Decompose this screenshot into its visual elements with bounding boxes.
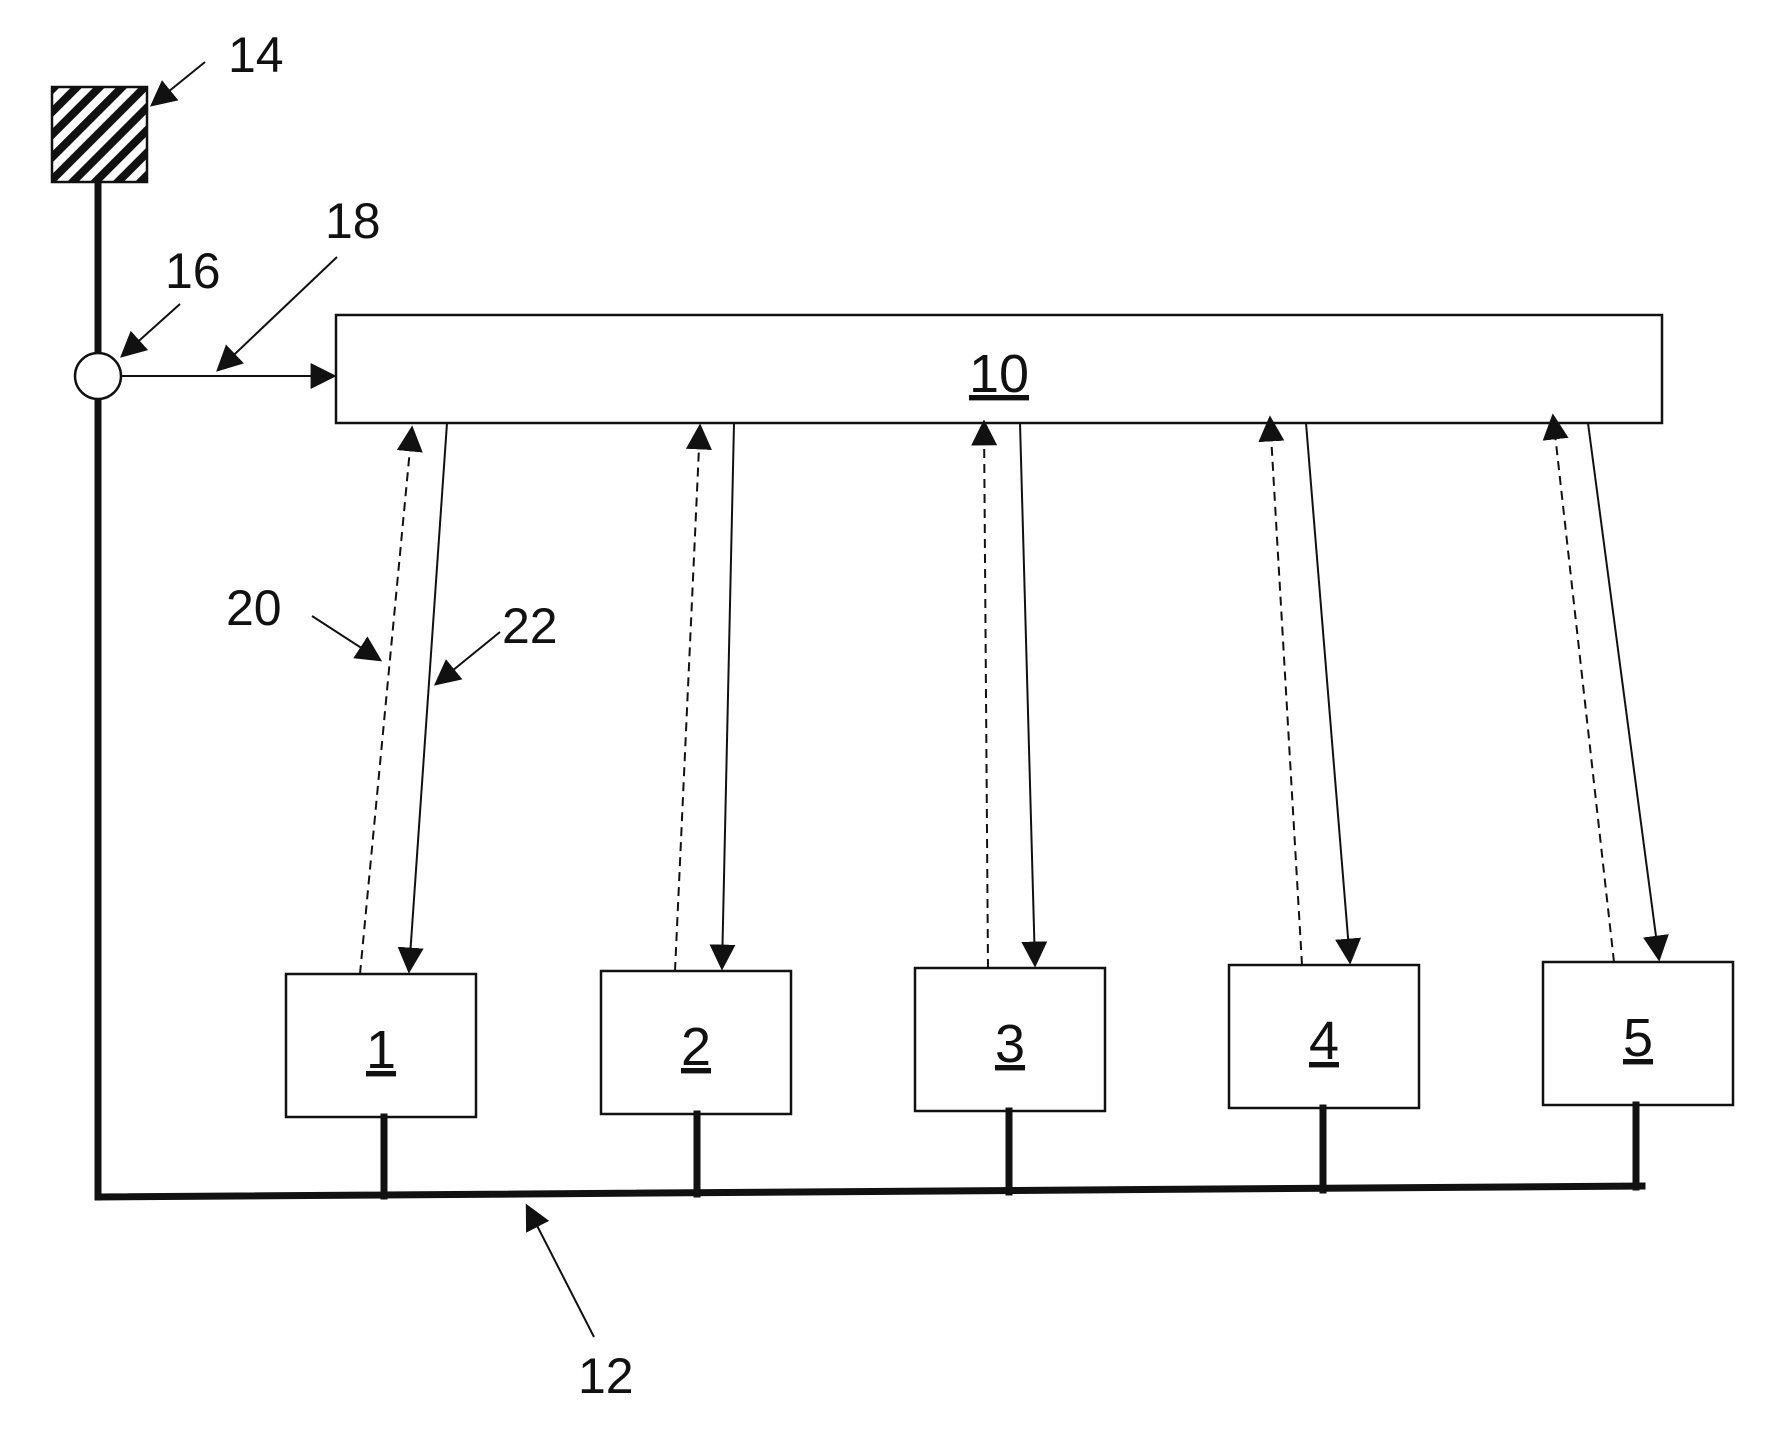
bus-line — [98, 1186, 1642, 1197]
junction-ref-label: 16 — [165, 243, 221, 299]
request-links-ref-label: 20 — [226, 580, 282, 636]
response-link-2 — [722, 423, 734, 968]
request-link-4 — [1270, 418, 1302, 965]
module-label-2: 2 — [681, 1017, 711, 1077]
junction-node — [75, 353, 121, 399]
request-link-2 — [675, 426, 700, 971]
input-link-ref-label: 18 — [325, 193, 381, 249]
module-label-3: 3 — [995, 1014, 1025, 1074]
response-links-leader-arrow — [436, 632, 500, 684]
bus-ref-label: 12 — [578, 1348, 634, 1404]
module-label-1: 1 — [366, 1020, 396, 1080]
bus-leader-arrow — [527, 1206, 594, 1337]
request-link-3 — [984, 422, 988, 968]
source-ref-label: 14 — [228, 27, 284, 83]
request-links-leader-arrow — [312, 616, 380, 660]
junction-leader-arrow — [122, 304, 180, 356]
input-link-leader — [218, 257, 337, 370]
central-unit-label: 10 — [969, 344, 1029, 404]
module-label-4: 4 — [1309, 1011, 1339, 1071]
response-link-3 — [1020, 423, 1035, 965]
response-links-ref-label: 22 — [502, 598, 558, 654]
request-link-1 — [360, 428, 412, 974]
response-link-4 — [1306, 423, 1350, 962]
source-leader-arrow — [152, 62, 205, 105]
request-link-5 — [1553, 416, 1614, 962]
response-link-5 — [1588, 423, 1659, 959]
module-label-5: 5 — [1623, 1008, 1653, 1068]
source-block — [52, 87, 147, 182]
response-link-1 — [409, 423, 447, 971]
